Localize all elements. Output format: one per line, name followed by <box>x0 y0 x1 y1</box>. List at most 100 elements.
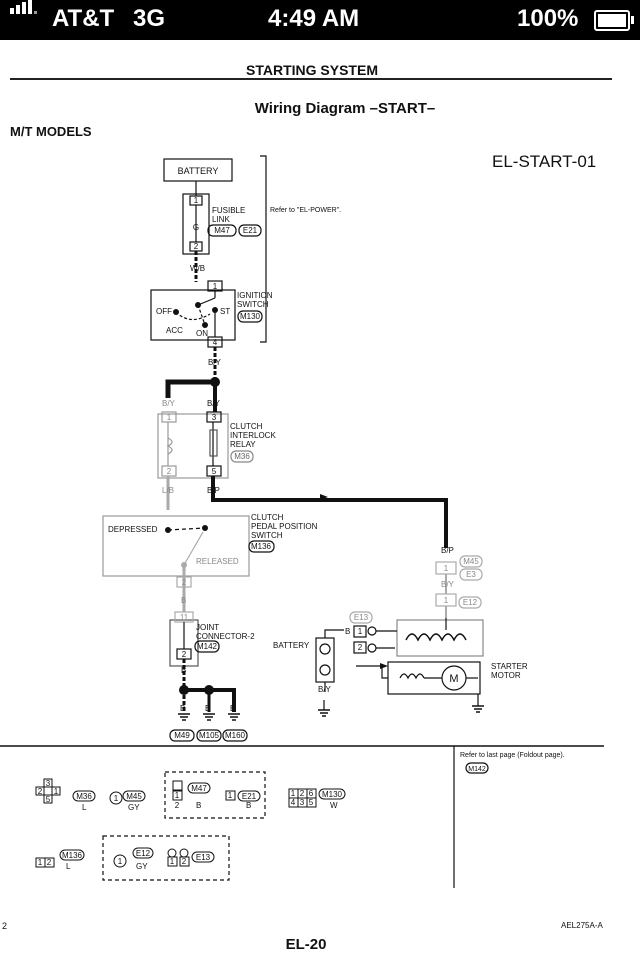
diagram-label: 5 <box>309 798 314 807</box>
diagram-label: OFF <box>156 307 172 316</box>
ignition-switch-box <box>150 289 236 341</box>
diagram-label: STARTER <box>491 662 528 671</box>
diagram-label: CLUTCH <box>230 422 263 431</box>
diagram-label: 2 <box>47 858 52 867</box>
diagram-label: B <box>246 801 251 810</box>
diagram-label: SWITCH <box>237 300 269 309</box>
diagram-label: 1 <box>114 794 119 803</box>
diagram-label: E12 <box>136 849 151 858</box>
refer-bracket <box>260 155 267 343</box>
diagram-label: M130 <box>240 312 261 321</box>
battery-box <box>163 158 233 182</box>
battery-label: BATTERY <box>178 166 219 176</box>
margin-mark: 2 <box>2 921 8 931</box>
diagram-label: E3 <box>466 570 476 579</box>
diagram-label: 3 <box>46 779 51 788</box>
diagram-label: M136 <box>251 542 272 551</box>
diagram-label: B/Y <box>441 580 455 589</box>
diagram-label: M <box>449 673 458 685</box>
diagram-label: M130 <box>322 790 343 799</box>
diagram-label: 3 <box>212 413 217 422</box>
diagram-label: GY <box>136 862 148 871</box>
diagram-label: 1 <box>228 791 233 800</box>
diagram-label: 1 <box>194 196 199 205</box>
diagram-label: L/B <box>162 486 174 495</box>
diagram-label: LINK <box>212 215 230 224</box>
diagram-label: 1 <box>167 413 172 422</box>
diagram-label: 1 <box>175 791 180 800</box>
diagram-label: 2 <box>167 467 172 476</box>
diagram-label: B/Y <box>208 358 222 367</box>
diagram-label: 2 <box>175 801 180 810</box>
diagram-label: CONNECTOR-2 <box>196 632 255 641</box>
diagram-label: B/P <box>207 486 220 495</box>
diagram-label: ACC <box>166 326 183 335</box>
diagram-label: L <box>66 862 71 871</box>
figure-id: AEL275A-A <box>561 921 603 930</box>
diagram-label: W <box>330 801 338 810</box>
diagram-label: PEDAL POSITION <box>251 522 318 531</box>
battery-percent: 100% <box>517 5 579 32</box>
diagram-label: 1 <box>444 564 449 573</box>
diagram-label: M160 <box>225 731 246 740</box>
diagram-label: 4 <box>213 338 218 347</box>
network-label: 3G <box>133 5 166 32</box>
diagram-label: RELEASED <box>196 557 239 566</box>
diagram-label: 6 <box>309 789 314 798</box>
diagram-label: M45 <box>126 792 142 801</box>
diagram-label: 1 <box>170 857 175 866</box>
diagram-label: B/P <box>441 546 454 555</box>
diagram-label: 1 <box>358 627 363 636</box>
diagram-label: B/Y <box>162 399 176 408</box>
diagram-label: M49 <box>174 731 190 740</box>
diagram-label: M142 <box>468 766 486 773</box>
diagram-label: 2 <box>38 787 43 796</box>
diagram-label: B <box>345 627 350 636</box>
diagram-label: JOINT <box>196 623 219 632</box>
page-number: EL-20 <box>285 936 327 953</box>
diagram-label: B <box>196 801 201 810</box>
diagram-label: 5 <box>46 795 51 804</box>
diagram-label: M136 <box>62 851 83 860</box>
header-rule <box>10 78 612 80</box>
diagram-label: E21 <box>243 226 258 235</box>
diagram-label: B/Y <box>318 685 332 694</box>
diagram-label: ON <box>196 329 208 338</box>
diagram-label: M105 <box>199 731 220 740</box>
diagram-label: BATTERY <box>273 641 310 650</box>
status-bar: AT&T 3G 4:49 AM 100% <box>0 0 640 40</box>
diagram-label: RELAY <box>230 440 256 449</box>
relay-box <box>157 413 229 479</box>
diagram-label: M47 <box>214 226 230 235</box>
diagram-code: EL-START-01 <box>492 152 597 171</box>
diagram-label: 1 <box>38 858 43 867</box>
diagram-label: E13 <box>196 853 211 862</box>
diagram-label: B <box>180 704 185 713</box>
diagram-label: E13 <box>354 613 369 622</box>
diagram-label: ST <box>220 307 230 316</box>
diagram-label: B <box>230 704 235 713</box>
diagram-label: INTERLOCK <box>230 431 276 440</box>
diagram-label: W/B <box>190 264 205 273</box>
solenoid-box <box>396 619 484 657</box>
clock: 4:49 AM <box>268 5 360 32</box>
splice-dots <box>165 302 388 695</box>
diagram-label: M36 <box>234 452 250 461</box>
refer-last-page: Refer to last page (Foldout page). <box>460 752 565 759</box>
diagram-label: M142 <box>197 642 218 651</box>
diagram-label: 2 <box>182 650 187 659</box>
diagram-label: DEPRESSED <box>108 525 158 534</box>
diagram-label: E21 <box>242 792 257 801</box>
models-label: M/T MODELS <box>10 124 92 139</box>
diagram-label: CLUTCH <box>251 513 284 522</box>
diagram-label: IGNITION <box>237 291 273 300</box>
diagram-label: 5 <box>212 467 217 476</box>
diagram-label: 2 <box>358 643 363 652</box>
diagram-label: 11 <box>180 613 189 622</box>
diagram-label: M47 <box>191 784 207 793</box>
diagram-label: 1 <box>54 787 59 796</box>
section-title: STARTING SYSTEM <box>246 62 378 78</box>
refer-power-note: Refer to "EL-POWER". <box>270 207 341 214</box>
diagram-label: 1 <box>213 282 218 291</box>
diagram-label: 2 <box>182 578 187 587</box>
